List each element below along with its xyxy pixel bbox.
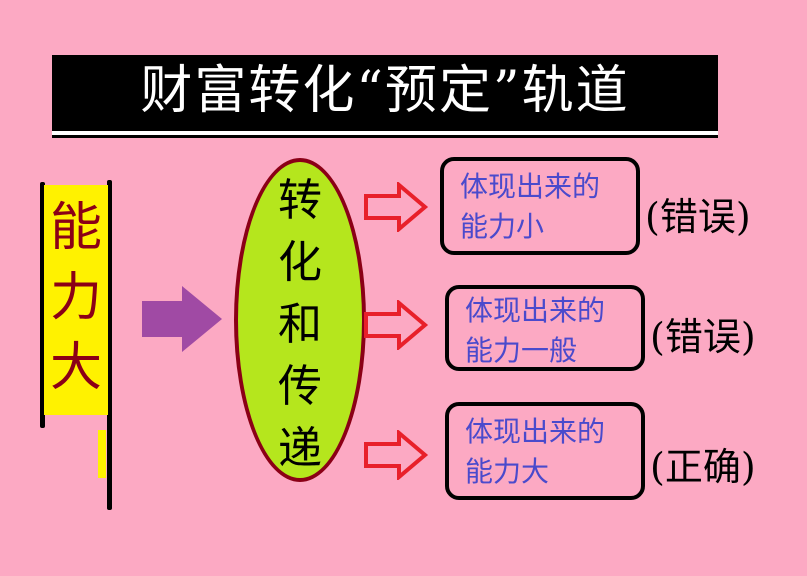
outcome-text: 能力大: [465, 455, 550, 488]
verdict-label: (正确): [650, 445, 756, 489]
outcome-box-3: 体现出来的 能力大: [445, 402, 645, 500]
verdict-label: (错误): [645, 195, 751, 239]
process-label: 转化和传递: [278, 175, 322, 474]
char: 力: [49, 268, 102, 328]
outcome-text: 体现出来的: [465, 294, 606, 327]
verdict-label: (错误): [650, 315, 756, 359]
outcome-text: 能力小: [460, 210, 545, 243]
highlight-fragment: [98, 430, 106, 478]
char: 大: [49, 338, 102, 398]
right-arrow-icon: [142, 286, 222, 352]
outcome-text: 体现出来的: [460, 170, 601, 203]
divider-line: [40, 182, 45, 428]
outcome-box-1: 体现出来的 能力小: [440, 157, 640, 255]
divider-line: [107, 180, 112, 510]
source-label: 能 力 大: [44, 185, 108, 415]
char: 能: [49, 198, 102, 258]
outline-arrow-icon: [364, 300, 429, 350]
slide-title: 财富转化“预定”轨道: [52, 55, 718, 135]
outcome-box-2: 体现出来的 能力一般: [445, 285, 645, 371]
outline-arrow-icon: [364, 430, 429, 480]
outcome-text: 体现出来的: [465, 415, 606, 448]
outline-arrow-icon: [364, 182, 429, 232]
outcome-text: 能力一般: [465, 334, 578, 367]
